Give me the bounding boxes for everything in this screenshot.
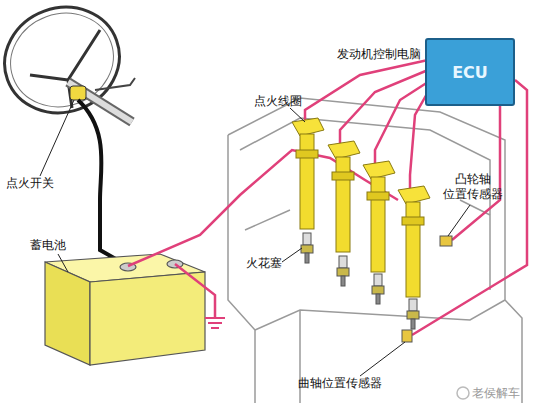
part-label: 蓄电池: [30, 238, 66, 253]
ignition-coils: [292, 118, 430, 297]
steering-wheel: [0, 0, 135, 129]
part-label: 凸轮轴 位置传感器: [438, 172, 508, 202]
switch-wire: [78, 100, 128, 266]
leader-lines: [40, 100, 470, 376]
engine-block: [228, 98, 522, 403]
camshaft-sensor: [440, 236, 452, 246]
crankshaft-sensor: [402, 330, 412, 342]
part-label: 曲轴位置传感器: [298, 376, 382, 391]
ecu-box: 发动机控制电脑ECU: [425, 38, 515, 106]
battery: [45, 254, 205, 365]
spark-plugs: [301, 233, 419, 329]
node-heading: 发动机控制电脑: [337, 46, 421, 63]
part-label: 火花塞: [246, 256, 282, 271]
watermark: 老侯解车: [472, 386, 520, 401]
watermark-icon: [457, 387, 469, 399]
ground-symbol: [205, 318, 225, 328]
node-text: ECU: [427, 40, 513, 104]
part-label: 点火开关: [6, 176, 54, 191]
ignition-switch: [70, 86, 86, 100]
part-label: 点火线圈: [254, 94, 302, 109]
